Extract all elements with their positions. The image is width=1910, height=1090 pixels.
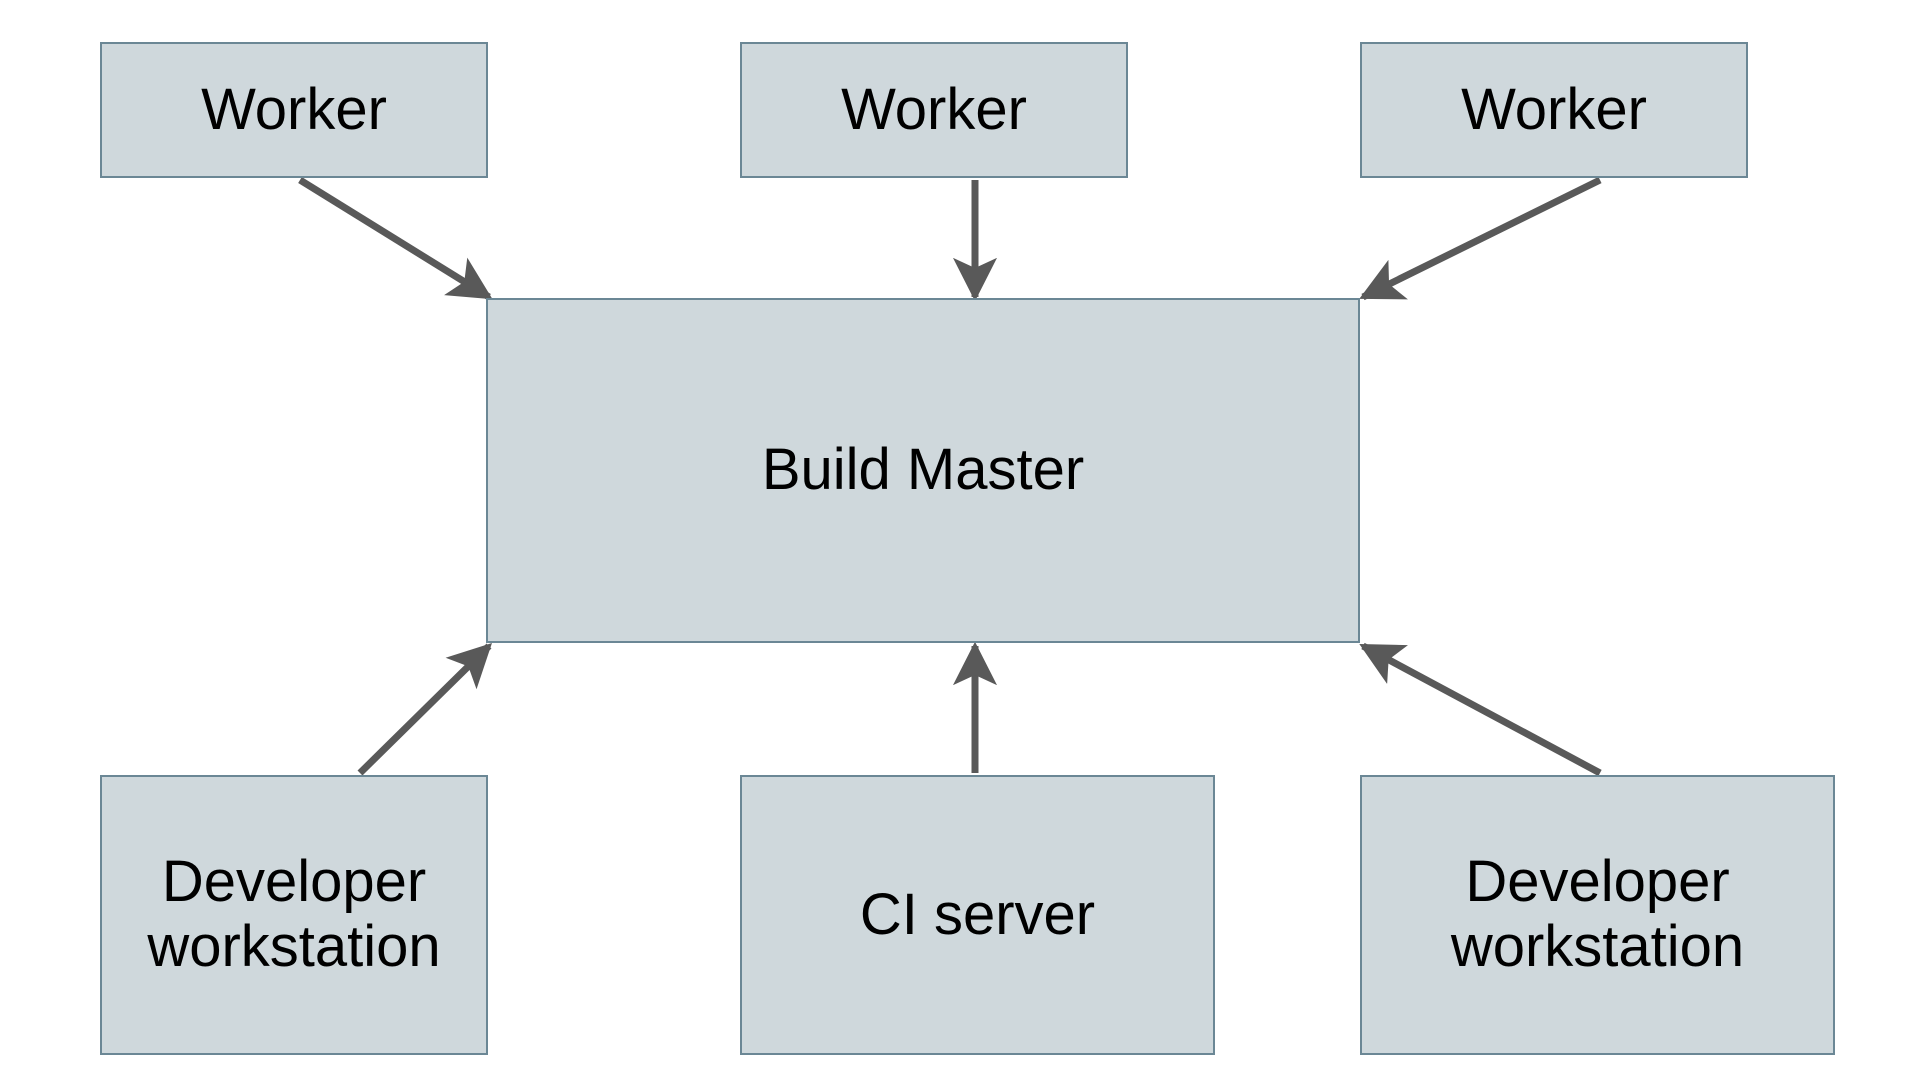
- node-worker-3[interactable]: Worker: [1360, 42, 1748, 178]
- node-developer-workstation-left-label: Developer workstation: [147, 849, 441, 979]
- node-build-master-label: Build Master: [761, 437, 1085, 503]
- edge-worker1-to-master: [298, 177, 493, 300]
- node-developer-workstation-right-label: Developer workstation: [1450, 849, 1745, 979]
- node-worker-3-label: Worker: [1461, 76, 1647, 142]
- node-ci-server[interactable]: CI server: [740, 775, 1215, 1055]
- edge-devwsleft-to-master: [357, 643, 492, 776]
- node-worker-2[interactable]: Worker: [740, 42, 1128, 178]
- node-worker-1[interactable]: Worker: [100, 42, 488, 178]
- node-worker-2-label: Worker: [841, 76, 1027, 142]
- node-developer-workstation-left[interactable]: Developer workstation: [100, 775, 488, 1055]
- edge-worker3-to-master: [1359, 176, 1602, 301]
- node-developer-workstation-right[interactable]: Developer workstation: [1360, 775, 1835, 1055]
- node-worker-1-label: Worker: [201, 76, 387, 142]
- edge-devwsright-to-master: [1359, 642, 1602, 777]
- node-ci-server-label: CI server: [859, 881, 1096, 947]
- node-build-master[interactable]: Build Master: [486, 298, 1360, 643]
